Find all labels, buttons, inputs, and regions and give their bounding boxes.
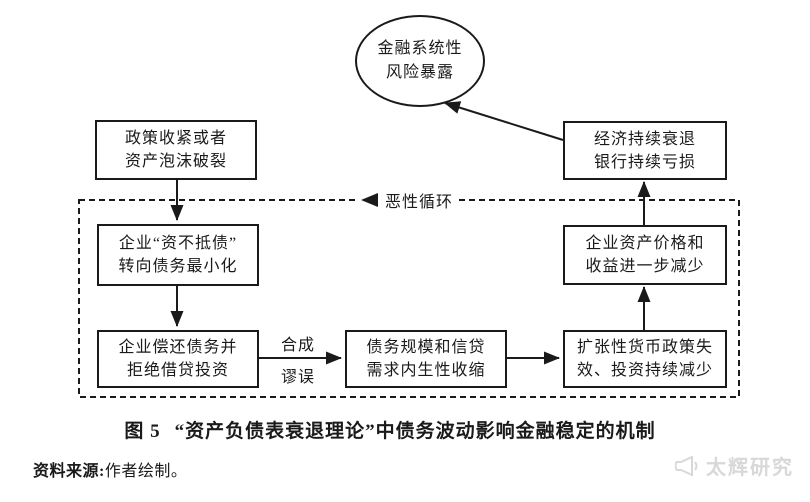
node-asset-price-decline-line2: 收益进一步减少 [585,258,705,275]
node-economic-recession-line2: 银行持续亏损 [593,153,696,171]
figure-number: 图 5 [124,421,161,442]
figure-caption: 图 5 “资产负债表衰退理论”中债务波动影响金融稳定的机制 [0,416,780,443]
node-credit-contraction-line1: 债务规模和信贷 [366,339,486,356]
fallacy-of-composition-line1: 合成 [280,337,315,354]
left-arrowhead-icon [361,193,378,207]
vicious-cycle-label: 恶性循环 [357,188,458,212]
node-monetary-policy-failure-line2: 效、投资持续减少 [576,362,713,379]
figure-title: “资产负债表衰退理论”中债务波动影响金融稳定的机制 [174,421,656,442]
node-economic-recession-line1: 经济持续衰退 [593,130,696,148]
source-label: 资料来源: [33,463,105,480]
node-systemic-risk-line1: 金融系统性 [377,40,463,57]
node-debt-repayment-line1: 企业偿还债务并 [118,339,238,356]
arrow-recession-to-risk [444,101,564,141]
node-monetary-policy-failure: 扩张性货币政策失 效、投资持续减少 [563,330,727,388]
fallacy-of-composition-line2: 谬误 [280,369,315,386]
node-monetary-policy-failure-line1: 扩张性货币政策失 [576,339,713,356]
node-policy-tightening-line2: 资产泡沫破裂 [124,153,227,170]
node-insolvency-line1: 企业“资不抵债” [118,235,238,252]
node-insolvency-line2: 转向债务最小化 [118,258,238,275]
node-credit-contraction: 债务规模和信贷 需求内生性收缩 [345,330,507,388]
vicious-cycle-text: 恶性循环 [385,194,454,211]
node-debt-repayment-line2: 拒绝借贷投资 [126,362,229,379]
source-text: 作者绘制。 [104,463,188,480]
node-policy-tightening-line1: 政策收紧或者 [124,130,227,147]
node-economic-recession: 经济持续衰退 银行持续亏损 [563,121,727,180]
source-note: 资料来源:作者绘制。 [33,457,187,481]
node-debt-repayment: 企业偿还债务并 拒绝借贷投资 [97,330,259,388]
node-insolvency: 企业“资不抵债” 转向债务最小化 [97,224,259,286]
node-asset-price-decline-line1: 企业资产价格和 [585,235,705,252]
node-systemic-risk: 金融系统性 风险暴露 [355,15,485,107]
node-policy-tightening: 政策收紧或者 资产泡沫破裂 [95,120,257,180]
watermark-text: 太辉研究 [706,457,794,479]
node-systemic-risk-line2: 风险暴露 [385,64,454,81]
megaphone-icon [675,454,698,477]
watermark: 太辉研究 [675,451,794,480]
node-credit-contraction-line2: 需求内生性收缩 [366,362,486,379]
node-asset-price-decline: 企业资产价格和 收益进一步减少 [563,225,727,285]
